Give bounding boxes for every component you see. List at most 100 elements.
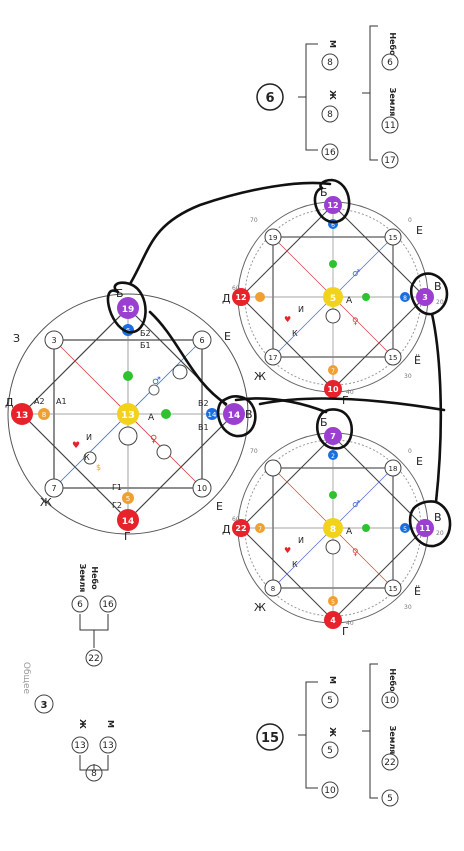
center-value: 8	[330, 525, 336, 535]
corner-br-value: 15	[389, 354, 398, 362]
highlight-circle-left-top	[106, 281, 147, 334]
inner-V2-value: 5	[403, 526, 407, 533]
f-label: Ж	[78, 719, 87, 729]
corner-bl-value: 7	[51, 484, 56, 493]
age-label-0: 0	[408, 448, 412, 455]
label-G: Г	[342, 625, 349, 638]
f-value: 8	[327, 110, 333, 120]
node-G-value: 14	[122, 517, 135, 527]
label-D: Д	[222, 292, 231, 305]
total-value: 6	[265, 91, 274, 106]
label-B2: Б2	[140, 329, 151, 338]
sky-label: Небо	[388, 32, 398, 56]
label-V2: В2	[198, 399, 209, 408]
circle-diag-2	[156, 444, 172, 460]
inner-G2	[328, 596, 338, 606]
center-node	[323, 287, 343, 307]
connector-left-to-right-node	[148, 310, 228, 406]
sky-earth-bracket	[362, 25, 378, 161]
corner-tr-value: 18	[389, 465, 398, 473]
f-circle	[71, 736, 89, 754]
inner-G2	[328, 365, 338, 375]
age-label-60: 60	[232, 516, 240, 523]
sky-earth-sum: 5	[387, 794, 393, 804]
label-V1: В1	[198, 423, 209, 432]
corner-tr	[384, 228, 402, 246]
m-value: 13	[102, 741, 113, 751]
m-label: М	[328, 676, 337, 684]
label-D: Д	[222, 523, 231, 536]
male-icon: ♂	[152, 376, 161, 387]
label-E: Е	[224, 330, 231, 343]
inner-A2-value: 8	[42, 411, 46, 419]
label-Yo: Ё	[414, 354, 421, 367]
m-circle	[321, 53, 339, 71]
female-icon: ♀	[150, 434, 157, 445]
label-I: И	[298, 305, 304, 314]
center-value: 5	[330, 294, 336, 304]
inner-A2	[255, 523, 265, 533]
mf-bracket	[79, 755, 109, 771]
corner-tl-value: 19	[269, 234, 278, 242]
total-value: 15	[261, 731, 279, 746]
inner-A2	[38, 408, 50, 420]
sky-label: Небо	[90, 566, 100, 590]
node-A	[232, 288, 250, 306]
node-B-value: 19	[122, 305, 135, 315]
corner-tl	[264, 459, 282, 477]
m-label: М	[106, 720, 115, 728]
center-node	[323, 518, 343, 538]
sky-earth-bracket	[362, 663, 378, 799]
label-V: В	[434, 511, 442, 524]
node-V-value: 14	[228, 411, 241, 421]
node-G-value: 4	[330, 616, 336, 625]
sky-earth-sum: 22	[88, 654, 99, 664]
corner-tr-value: 15	[389, 234, 398, 242]
center-lower-node	[118, 426, 138, 446]
top-summary-panel: Небо 6 Земля 11 17 М 8 Ж 8 16 6	[256, 25, 399, 169]
mf-bracket	[298, 681, 318, 789]
connector-top-to-bottom-right	[430, 312, 443, 504]
node-B-value: 12	[327, 201, 338, 210]
label-Yo: Ё	[414, 585, 421, 598]
green-node-right	[362, 293, 370, 301]
f-label: Ж	[328, 90, 337, 100]
inner-G2-value: 7	[331, 368, 335, 375]
hand-drawn-annotations	[106, 178, 452, 548]
label-Z: З	[13, 332, 20, 345]
sky-earth-sum: 17	[384, 156, 395, 166]
age-label-70: 70	[250, 448, 258, 455]
node-V-value: 3	[422, 293, 428, 302]
heart-icon: ♥	[72, 441, 80, 451]
sky-earth-sum-circle	[381, 789, 399, 807]
label-B: Б	[116, 287, 124, 300]
green-node-right	[161, 409, 171, 419]
label-G: Г	[124, 530, 131, 543]
center-lower-node	[325, 539, 341, 555]
corner-tl	[44, 330, 64, 350]
corner-br	[384, 579, 402, 597]
sky-value: 10	[384, 696, 396, 706]
age-label-70: 70	[250, 217, 258, 224]
age-label-40: 40	[346, 389, 354, 396]
highlight-circle-bottom-right	[408, 500, 452, 548]
age-label-20: 20	[436, 530, 444, 537]
earth-label: Земля	[388, 88, 397, 117]
age-label-20: 20	[436, 299, 444, 306]
highlight-circle-top-right	[409, 272, 449, 316]
label-E2: Е	[216, 500, 223, 513]
mf-sum: 16	[324, 148, 336, 158]
total-circle	[34, 694, 54, 714]
node-G	[324, 380, 342, 398]
center-lower-node	[325, 308, 341, 324]
corner-bl-value: 8	[271, 585, 275, 593]
outer-ring	[7, 293, 249, 535]
earth-label: Земля	[78, 564, 87, 593]
f-circle	[321, 105, 339, 123]
label-A1: А1	[56, 397, 67, 406]
sky-value: 16	[102, 600, 114, 610]
label-Zh: Ж	[254, 601, 266, 614]
age-label-40: 40	[346, 620, 354, 627]
earth-value: 6	[77, 600, 83, 610]
female-icon: ♀	[352, 548, 359, 558]
